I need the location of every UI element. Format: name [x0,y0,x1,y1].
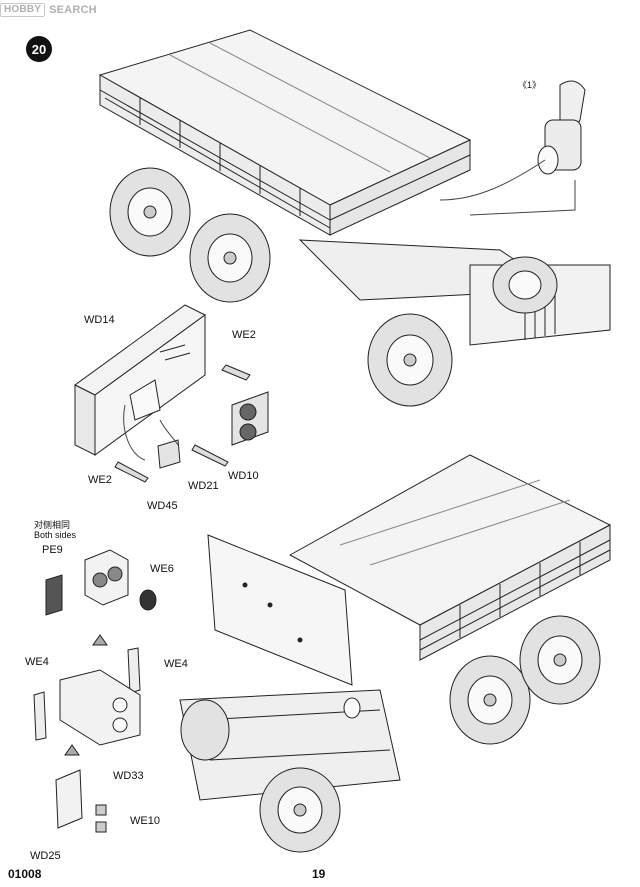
part-label-we4-left: WE4 [25,656,49,668]
arrow-up-icon [92,634,108,646]
wd33-assembly [59,669,141,746]
we4-right-part [127,647,141,694]
part-label-wd10: WD10 [228,470,259,482]
bottom-truck-wheel [449,655,531,745]
part-label-we4-right: WE4 [164,658,188,670]
wd21-part [191,444,229,467]
part-label-we2-bottom: WE2 [88,474,112,486]
bottom-truck-wheel [180,699,230,761]
top-truck-wheel [109,167,191,257]
watermark: HOBBY SEARCH [0,0,160,20]
part-label-wd45: WD45 [147,500,178,512]
step-number-badge: 20 [26,36,52,62]
watermark-text: SEARCH [49,4,97,16]
we2-top-part [221,364,251,381]
part-label-we6: WE6 [150,563,174,575]
we4-left-part [33,691,47,741]
part-label-wd21: WD21 [188,480,219,492]
part-label-wd25: WD25 [30,850,61,862]
part-label-wd33: WD33 [113,770,144,782]
air-filter-part [537,80,586,175]
wd25-assembly [55,769,107,833]
kit-code: 01008 [8,867,42,881]
we6-assembly [84,549,157,611]
bottom-truck-wheel [519,615,601,705]
top-truck-wheel [492,256,558,314]
top-truck-wheel [367,313,453,407]
watermark-logo: HOBBY [0,3,46,17]
part-label-we2-top: WE2 [232,329,256,341]
wd14-panel-drawing [74,304,206,456]
page-number: 19 [312,867,326,881]
we2-bottom-part [114,461,149,483]
arrow-up-icon [64,744,80,756]
top-truck-drawing [98,29,611,407]
note-both-sides-en: Both sides [34,530,77,540]
bottom-truck-wheel [259,767,341,853]
wd10-part [231,391,269,446]
part-label-pe9: PE9 [42,544,63,556]
pe9-part [45,574,63,616]
callout-reference: 《1》 [518,80,542,90]
part-label-we10: WE10 [130,815,160,827]
part-label-wd14: WD14 [84,314,115,326]
wd45-part [157,439,181,469]
bottom-truck-drawing [179,454,612,853]
top-truck-wheel [189,213,271,303]
note-both-sides-cn: 对侧相同 [34,520,71,530]
